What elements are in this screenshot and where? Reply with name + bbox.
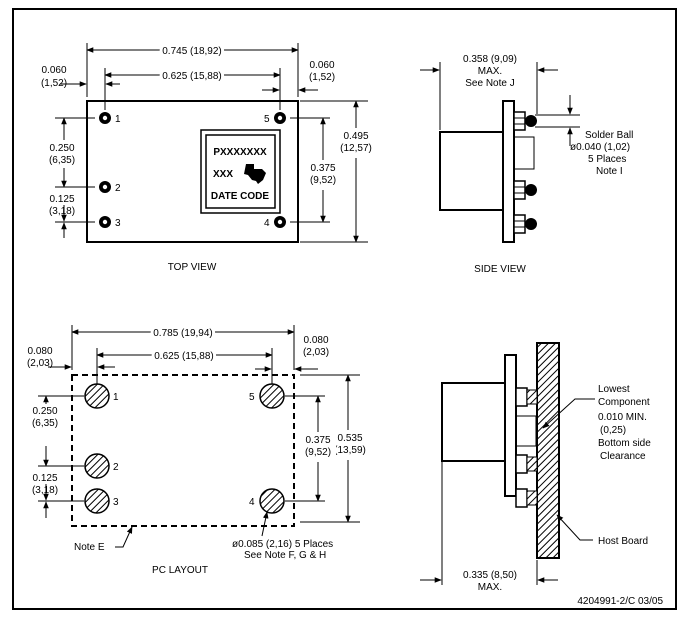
top-view: 0.745 (18,92) 0.625 (15,88) 0.060 (1,52)…: [41, 43, 374, 273]
pc-dim-pitch-1-2-mm: (6,35): [32, 418, 58, 429]
solder-ball-count: 5 Places: [588, 154, 626, 165]
note-e: Note E: [74, 542, 105, 553]
dim-height: 0.495: [343, 131, 368, 142]
marking-lot: XXX: [213, 169, 233, 180]
clearance-label-3: Bottom side: [598, 438, 651, 449]
marking-date-code: DATE CODE: [211, 191, 269, 202]
pad-5-label: 5: [249, 392, 255, 403]
pad-see-notes: See Note F, G & H: [244, 550, 326, 561]
dim-pitch-1-2: 0.250: [49, 143, 74, 154]
solder-balls: [525, 115, 537, 230]
pin-1: [99, 112, 111, 124]
pad-1: [84, 383, 110, 409]
dim-left-margin-mm: (1,52): [41, 78, 67, 89]
dim-pitch-1-2-mm: (6,35): [49, 155, 75, 166]
pc-dim-height: 0.535: [337, 433, 362, 444]
clearance-label-4: Clearance: [600, 451, 646, 462]
pad-1-label: 1: [113, 392, 119, 403]
side-dim-height: 0.358 (9,09): [463, 54, 517, 65]
layout-outline: [71, 374, 295, 527]
pc-layout: 0.785 (19,94) 0.625 (15,88) 0.080 (2,03)…: [26, 325, 368, 576]
pad-dimension-note: ø0.085 (2,16) 5 Places: [232, 539, 333, 550]
pad-2: [84, 453, 110, 479]
marking-part-number: PXXXXXXX: [213, 147, 267, 158]
drawing-frame: [12, 8, 677, 610]
mounted-dim-height: 0.335 (8,50): [463, 570, 517, 581]
clearance-label-2: Component: [598, 397, 650, 408]
mounted-component-body: [441, 382, 506, 462]
side-pins: [513, 111, 526, 234]
pads: [84, 383, 285, 514]
pc-dim-pitch-2-3-mm: (3,18): [32, 485, 58, 496]
pad-5: [259, 383, 285, 409]
solder-ball-label: Solder Ball: [585, 130, 633, 141]
pad-2-label: 2: [113, 462, 119, 473]
pc-dim-pitch-2-3: 0.125: [32, 473, 57, 484]
solder-ball-diameter: ø0.040 (1,02): [570, 142, 630, 153]
side-view: 0.358 (9,09) MAX. See Note J Solder Ball…: [420, 54, 633, 275]
host-board: [536, 342, 560, 559]
mounted-module-board: [504, 354, 517, 497]
ti-logo-icon: [244, 164, 266, 184]
pc-dim-left-margin: 0.080: [27, 346, 52, 357]
pin-1-label: 1: [115, 114, 121, 125]
dim-right-margin: 0.060: [309, 60, 334, 71]
mounted-view: Lowest Component 0.010 MIN. (0,25) Botto…: [420, 342, 651, 593]
top-view-caption: TOP VIEW: [168, 262, 217, 273]
part-marking: PXXXXXXX XXX DATE CODE: [200, 129, 281, 214]
dim-pitch-2-3: 0.125: [49, 194, 74, 205]
pin-3-label: 3: [115, 218, 121, 229]
drawing-number: 4204991-2/C 03/05: [577, 596, 663, 607]
pc-dim-pitch-horizontal: 0.625 (15,88): [154, 351, 214, 362]
clearance-value: 0.010 MIN.: [598, 412, 647, 423]
pin-4: [274, 216, 286, 228]
solder-ball-note: Note I: [596, 166, 623, 177]
pad-4-label: 4: [249, 497, 255, 508]
side-view-caption: SIDE VIEW: [474, 264, 526, 275]
pc-dim-height-mm: (13,59): [334, 445, 366, 456]
host-board-label: Host Board: [598, 536, 648, 547]
pc-dim-width: 0.785 (19,94): [153, 328, 213, 339]
pc-dim-left-margin-mm: (2,03): [27, 358, 53, 369]
pin-2-label: 2: [115, 183, 121, 194]
dim-right-margin-mm: (1,52): [309, 72, 335, 83]
pad-4: [259, 488, 285, 514]
dim-pitch-vertical-mm: (9,52): [310, 175, 336, 186]
mounted-pins: [515, 387, 538, 508]
dim-left-margin: 0.060: [41, 65, 66, 76]
module-outline: [86, 100, 299, 243]
clearance-value-mm: (0,25): [600, 425, 626, 436]
dim-pitch-horizontal: 0.625 (15,88): [162, 71, 222, 82]
side-dim-note: See Note J: [465, 78, 514, 89]
pin-4-label: 4: [264, 218, 270, 229]
dim-pitch-2-3-mm: (3,18): [49, 206, 75, 217]
pin-5-label: 5: [264, 114, 270, 125]
pc-dim-right-margin: 0.080: [303, 335, 328, 346]
pin-5: [274, 112, 286, 124]
pc-dim-pitch-1-2: 0.250: [32, 406, 57, 417]
dim-pitch-vertical: 0.375: [310, 163, 335, 174]
side-module-board: [502, 100, 515, 243]
pin-3: [99, 216, 111, 228]
clearance-label-1: Lowest: [598, 384, 630, 395]
dim-width: 0.745 (18,92): [162, 46, 222, 57]
pc-layout-caption: PC LAYOUT: [152, 565, 208, 576]
side-component-body: [439, 131, 504, 211]
pc-dim-pitch-vertical: 0.375: [305, 435, 330, 446]
side-dim-max: MAX.: [478, 66, 502, 77]
pin-2: [99, 181, 111, 193]
mounted-dim-max: MAX.: [478, 582, 502, 593]
pad-3: [84, 488, 110, 514]
dim-height-mm: (12,57): [340, 143, 372, 154]
pad-3-label: 3: [113, 497, 119, 508]
pc-dim-pitch-vertical-mm: (9,52): [305, 447, 331, 458]
pc-dim-right-margin-mm: (2,03): [303, 347, 329, 358]
